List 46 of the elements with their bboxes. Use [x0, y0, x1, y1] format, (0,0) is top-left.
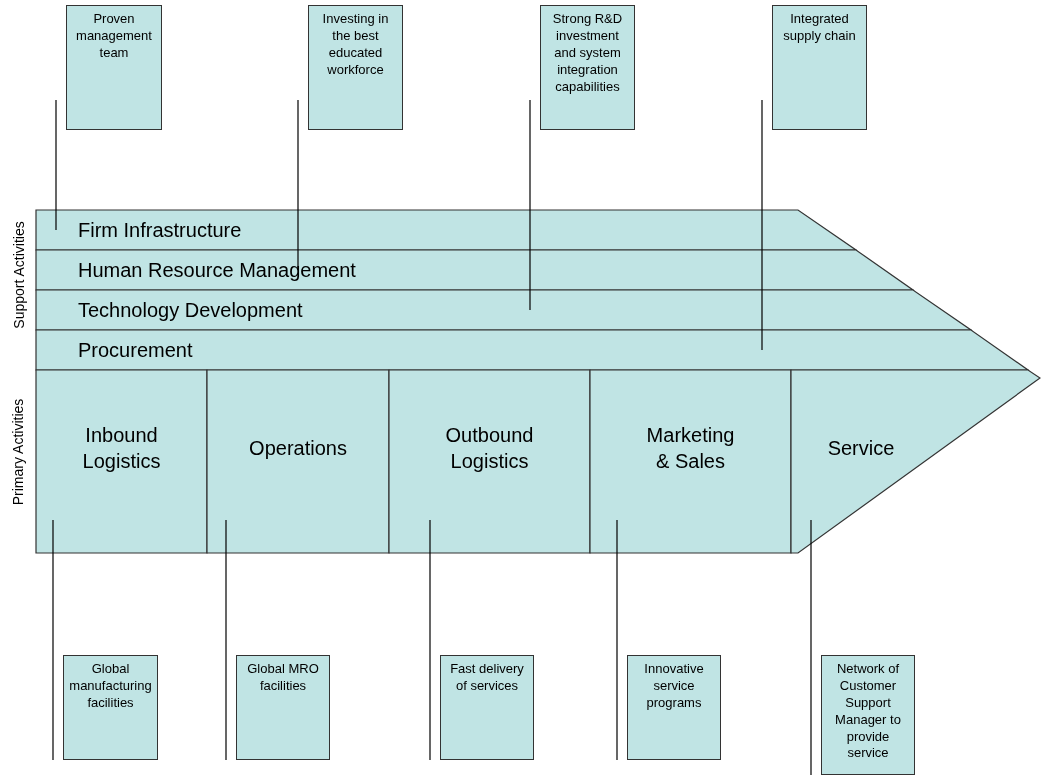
activity-label: Outbound Logistics — [444, 422, 535, 474]
support-activity-band — [36, 250, 913, 290]
callout-text: Integrated supply chain — [782, 10, 857, 45]
leader-line — [52, 519, 54, 761]
callout-text: Network of Customer Support Manager to provide service — [834, 660, 902, 763]
callout-box — [236, 655, 330, 760]
primary-activity-box — [791, 370, 1041, 553]
callout-box — [308, 5, 403, 130]
callout-box — [772, 5, 867, 130]
callout-text: Strong R&D investment and system integration capabilities — [551, 10, 624, 96]
callout-box — [627, 655, 721, 760]
activity-label: Technology Development — [78, 298, 303, 322]
activity-label: Service — [827, 435, 895, 461]
primary-activity-box — [590, 370, 791, 553]
leader-line — [225, 519, 227, 761]
activity-label: Inbound Logistics — [81, 422, 162, 474]
activity-label: Operations — [249, 435, 347, 461]
leader-line — [810, 519, 812, 776]
leader-line — [529, 99, 531, 311]
callout-text: Fast delivery of services — [449, 660, 525, 695]
section-label: Primary Activities — [9, 398, 26, 506]
callout-box — [540, 5, 635, 130]
callout-text: Global MRO facilities — [246, 660, 320, 695]
primary-activity-box — [389, 370, 590, 553]
callout-text: Investing in the best educated workforce — [321, 10, 390, 79]
activity-label: Firm Infrastructure — [78, 218, 242, 242]
callout-text: Innovative service programs — [643, 660, 705, 712]
leader-line — [616, 519, 618, 761]
leader-line — [429, 519, 431, 761]
section-label: Support Activities — [10, 221, 27, 329]
callout-text: Proven management team — [75, 10, 153, 62]
support-activity-band — [36, 290, 971, 330]
support-activity-band — [36, 330, 1028, 370]
callout-box — [440, 655, 534, 760]
primary-activity-box — [36, 370, 207, 553]
activity-label: Human Resource Management — [78, 258, 356, 282]
primary-activity-box — [207, 370, 389, 553]
callout-box — [63, 655, 158, 760]
leader-line — [55, 99, 57, 231]
activity-label: Marketing & Sales — [645, 422, 736, 474]
callout-text: Global manufacturing facilities — [68, 660, 153, 712]
activity-label: Procurement — [78, 338, 193, 362]
support-activity-band — [36, 210, 856, 250]
leader-line — [761, 99, 763, 351]
callout-box — [821, 655, 915, 775]
callout-box — [66, 5, 162, 130]
